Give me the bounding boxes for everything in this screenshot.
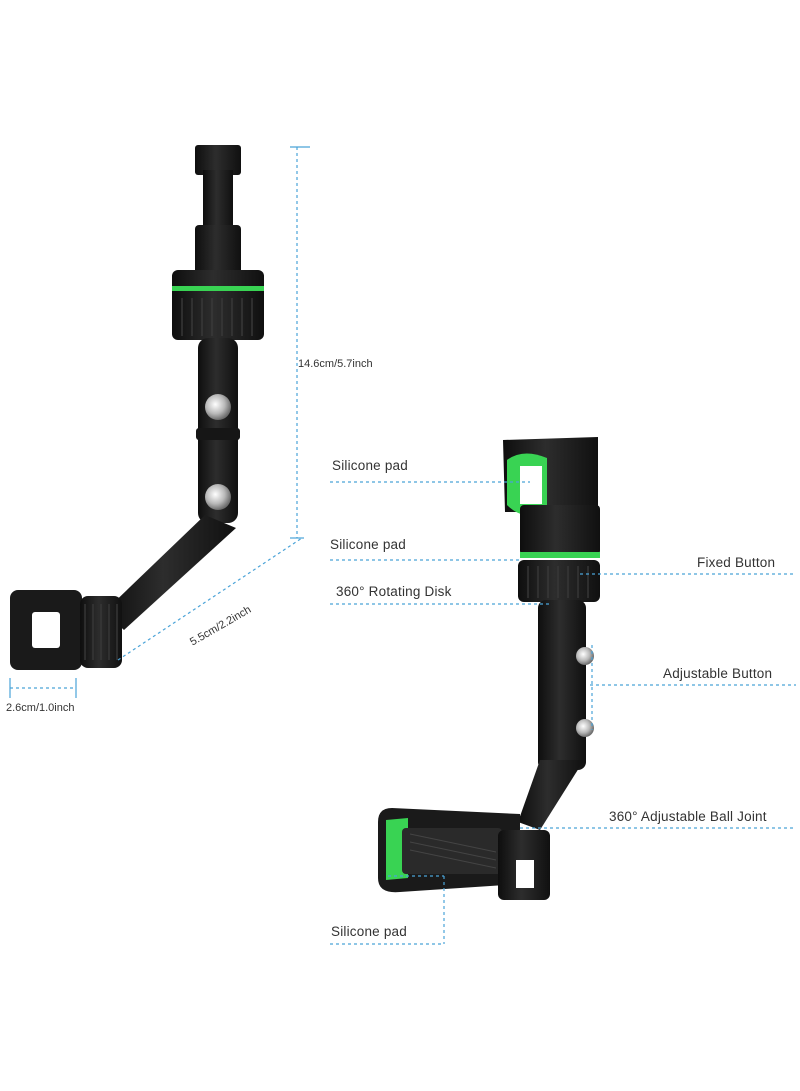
adjust-knob-icon — [205, 484, 231, 510]
adjust-knob-icon — [576, 647, 594, 665]
green-ring — [172, 286, 264, 291]
rotating-disk-label: 360° Rotating Disk — [336, 584, 452, 599]
silicone-pad-mid-label: Silicone pad — [330, 537, 406, 552]
callout-guides — [330, 481, 796, 945]
green-ring — [520, 552, 600, 558]
clip-width-dimension: 2.6cm/1.0inch — [6, 702, 75, 714]
silicone-pad-top-label: Silicone pad — [332, 458, 408, 473]
fixed-button-label: Fixed Button — [697, 555, 776, 570]
front-view-holder — [378, 437, 600, 900]
adjust-knob-icon — [576, 719, 594, 737]
silicone-pad-bottom-label: Silicone pad — [331, 924, 407, 939]
dimension-guides — [9, 146, 310, 698]
height-dimension: 14.6cm/5.7inch — [298, 358, 373, 370]
side-view-holder — [10, 145, 264, 670]
ball-joint-label: 360° Adjustable Ball Joint — [609, 809, 767, 824]
adjustable-button-label: Adjustable Button — [663, 666, 773, 681]
adjust-knob-icon — [205, 394, 231, 420]
